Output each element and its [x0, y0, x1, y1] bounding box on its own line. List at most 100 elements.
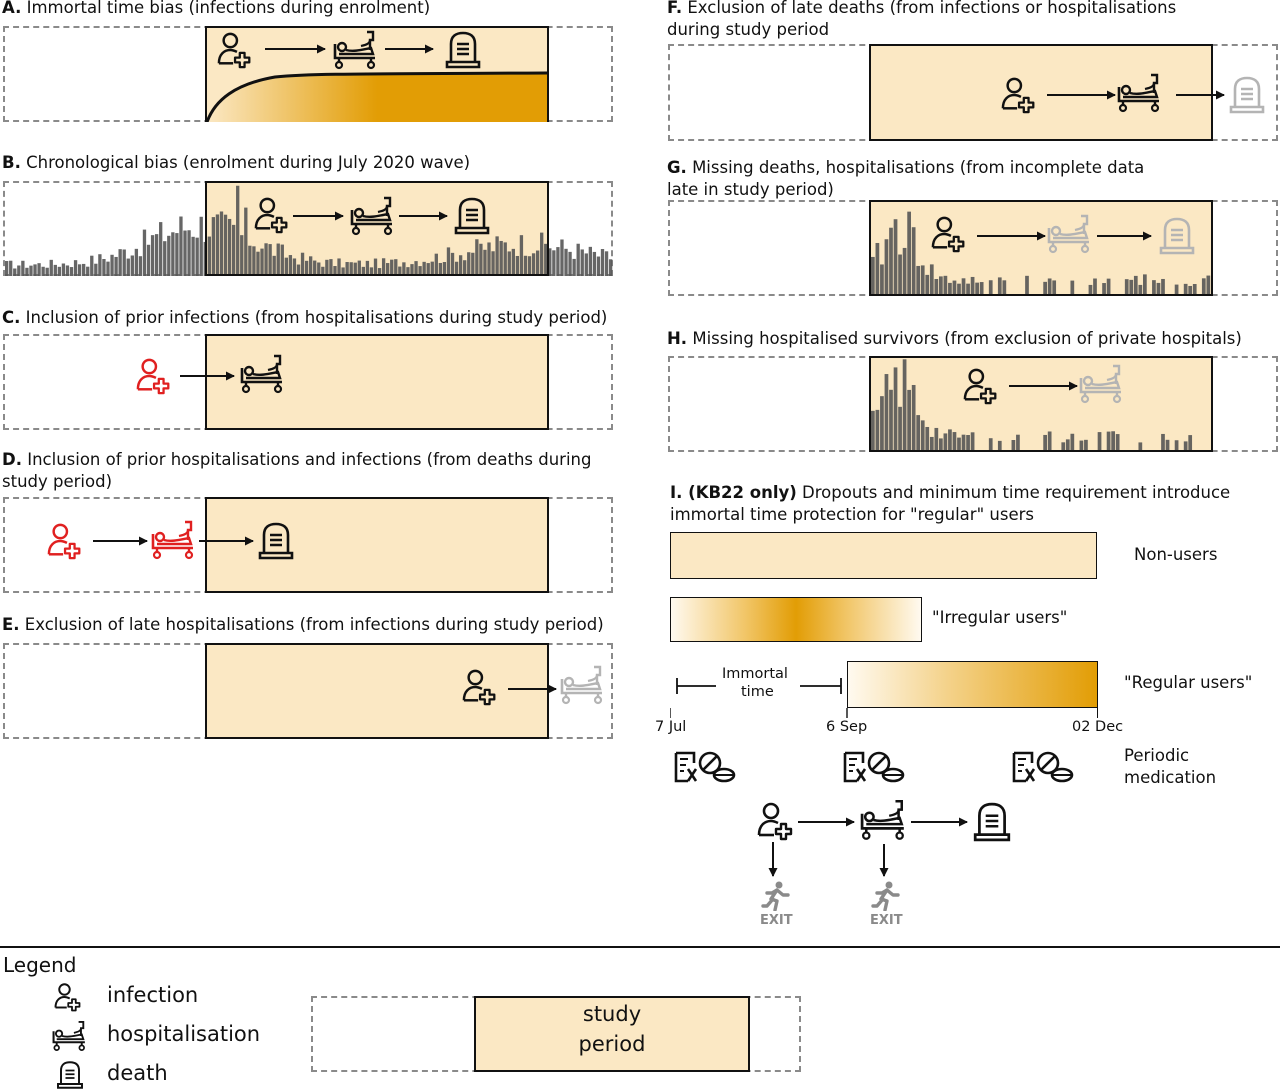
- case-bar: [398, 266, 402, 276]
- case-bar: [1106, 278, 1111, 294]
- exit-label: EXIT: [760, 913, 793, 928]
- arrow-icon: [1176, 90, 1225, 100]
- case-bar: [369, 267, 374, 276]
- case-bar: [345, 262, 349, 276]
- case-bar: [871, 256, 875, 294]
- case-bar: [313, 260, 317, 276]
- case-bar: [929, 264, 934, 294]
- irregular-users-bar: [670, 597, 922, 642]
- case-bar: [467, 252, 471, 276]
- immortal-label-line2: time: [741, 684, 774, 700]
- case-bar: [880, 396, 884, 450]
- case-bar: [568, 251, 572, 276]
- case-bar: [1124, 279, 1129, 294]
- case-bar: [564, 248, 568, 276]
- case-bar: [353, 262, 357, 276]
- case-bar: [329, 259, 333, 276]
- case-bar: [1002, 280, 1007, 294]
- case-bar: [69, 267, 74, 276]
- exit-label: EXIT: [870, 913, 903, 928]
- periodic-label-line2: medication: [1124, 768, 1217, 787]
- medication-icon: [672, 749, 736, 785]
- case-bar: [138, 256, 143, 276]
- medication-icon: [1010, 749, 1074, 785]
- case-bar: [65, 265, 70, 276]
- case-bar: [1065, 439, 1070, 450]
- hospitalisation-icon: [1117, 73, 1163, 113]
- infection-icon: [1001, 76, 1039, 114]
- case-bar: [1115, 434, 1120, 450]
- case-bar: [317, 262, 321, 276]
- case-bar: [893, 367, 898, 450]
- case-bar: [540, 232, 544, 276]
- case-bar: [572, 258, 576, 276]
- case-bar: [106, 261, 110, 276]
- case-bar: [183, 230, 187, 276]
- case-bar: [260, 248, 264, 276]
- case-bar: [1183, 441, 1188, 450]
- case-bar: [122, 249, 126, 276]
- case-bar: [325, 259, 329, 276]
- hospitalisation-icon: [151, 520, 197, 560]
- case-bar: [215, 214, 220, 276]
- case-bar: [961, 278, 966, 294]
- case-bar: [600, 249, 605, 276]
- legend-death-label: death: [107, 1061, 168, 1085]
- case-bar: [1011, 440, 1016, 450]
- legend-divider: [0, 946, 1280, 948]
- panel-d-study-period: [205, 497, 549, 593]
- case-bar: [361, 266, 366, 276]
- case-bar: [219, 211, 224, 276]
- case-bar: [25, 267, 29, 276]
- panel-g-title-line2: late in study period): [667, 180, 834, 199]
- case-bar: [1156, 282, 1161, 294]
- case-bar: [142, 229, 147, 276]
- panel-h-title: H. Missing hospitalised survivors (from …: [667, 329, 1242, 348]
- case-bar: [934, 279, 939, 294]
- case-bar: [1043, 434, 1047, 450]
- case-bar: [402, 262, 406, 276]
- panel-d-title-line2: study period): [2, 472, 113, 491]
- case-bar: [608, 259, 613, 276]
- death-icon: [443, 30, 483, 70]
- case-bar: [527, 256, 532, 276]
- legend-study-period-box: [474, 996, 750, 1072]
- case-bar: [272, 255, 276, 276]
- arrow-icon: [879, 844, 889, 877]
- case-bar: [1052, 280, 1057, 294]
- case-bar: [934, 427, 939, 450]
- case-bar: [150, 235, 155, 276]
- case-bar: [957, 283, 961, 294]
- arrow-icon: [1009, 381, 1078, 391]
- case-bar: [86, 266, 90, 276]
- case-bar: [53, 264, 57, 276]
- case-bar: [584, 253, 588, 276]
- case-bar: [33, 264, 37, 276]
- case-bar: [223, 214, 228, 276]
- hospitalisation-icon: [860, 799, 908, 841]
- arrow-icon: [385, 44, 434, 54]
- case-bar: [248, 245, 252, 276]
- case-bar: [580, 249, 584, 276]
- case-bar: [304, 260, 309, 276]
- case-bar: [276, 243, 280, 276]
- case-bar: [911, 384, 916, 450]
- panel-e-title: E. Exclusion of late hospitalisations (f…: [2, 615, 604, 634]
- case-bar: [1097, 432, 1102, 450]
- case-bar: [288, 255, 293, 276]
- case-bar: [73, 260, 78, 276]
- case-bar: [438, 262, 443, 276]
- case-bar: [126, 258, 130, 276]
- case-bar: [337, 258, 341, 276]
- case-bar: [604, 251, 609, 276]
- case-bar: [939, 438, 943, 450]
- case-bar: [920, 265, 925, 294]
- case-bar: [430, 261, 434, 276]
- case-bar: [1084, 439, 1088, 450]
- case-bar: [1201, 278, 1206, 294]
- case-bar: [1183, 283, 1188, 294]
- infection-icon: [963, 367, 1001, 405]
- case-bar: [871, 410, 875, 450]
- case-bar: [410, 264, 414, 276]
- panel-b-case-bars: [5, 185, 613, 276]
